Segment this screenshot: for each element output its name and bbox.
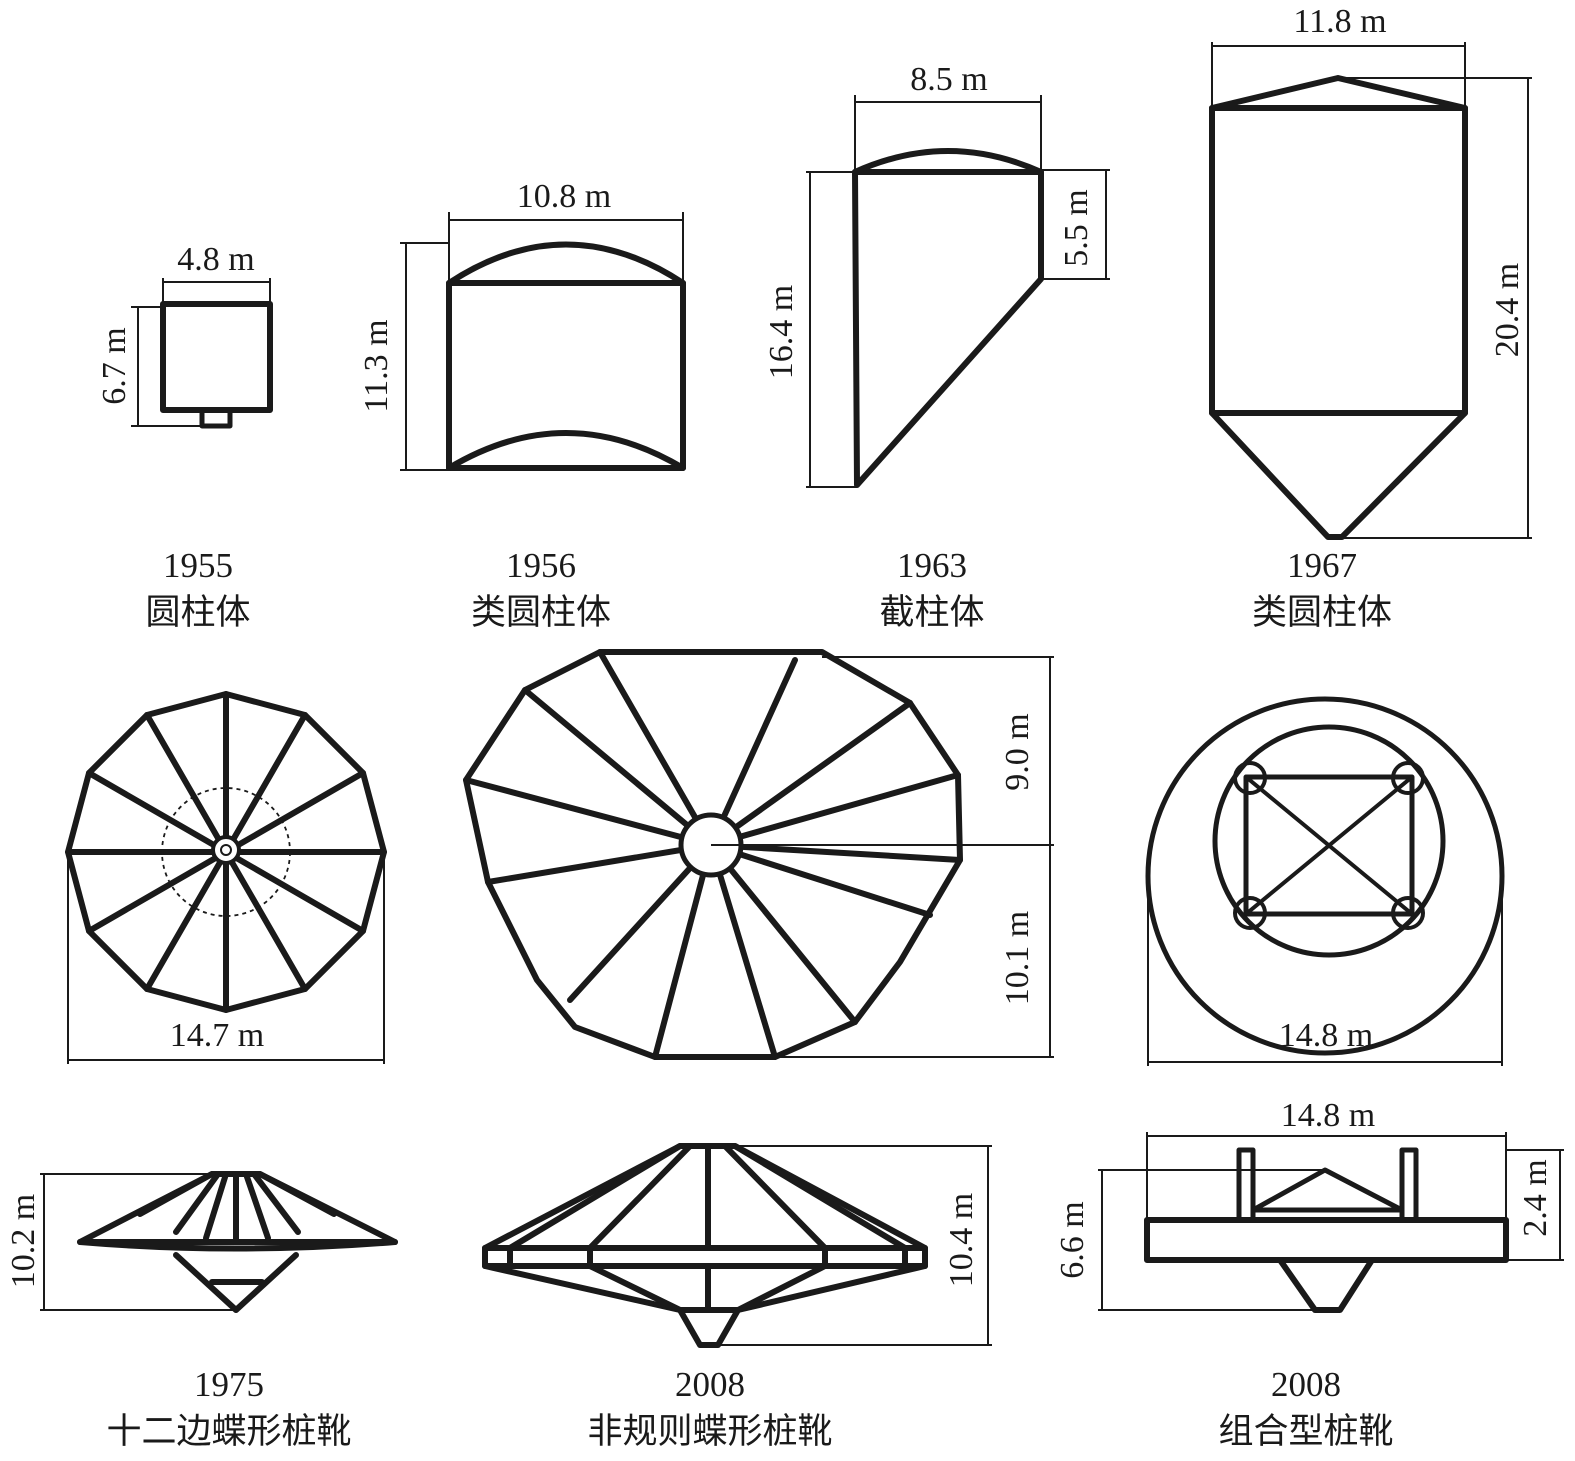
shape-2008-irregular-plan (463, 649, 1054, 1060)
shape-1975-plan (65, 691, 387, 1064)
dim-1956-height: 11.3 m (358, 319, 395, 412)
year-1963: 1963 (897, 546, 967, 585)
shape-2008-irregular-elevation (482, 1143, 992, 1348)
dim-1975-height: 10.2 m (5, 1194, 42, 1288)
dim-2008-composite-top-height: 2.4 m (1517, 1159, 1554, 1236)
dim-1967-height: 20.4 m (1489, 263, 1526, 357)
dim-1956-width: 10.8 m (517, 178, 611, 215)
year-2008-composite: 2008 (1271, 1365, 1341, 1404)
dim-1963-side-height: 5.5 m (1058, 189, 1095, 266)
year-1956: 1956 (506, 546, 576, 585)
year-1975: 1975 (194, 1365, 264, 1404)
name-1955: 圆柱体 (145, 593, 250, 632)
dim-1963-width: 8.5 m (910, 61, 987, 98)
shape-1975-elevation (40, 1171, 398, 1313)
dim-1955-width: 4.8 m (177, 241, 254, 278)
shape-1967-quasi-cylinder (1209, 42, 1532, 540)
dim-1955-height: 6.7 m (96, 327, 133, 404)
name-2008-irregular: 非规则蝶形桩靴 (587, 1412, 832, 1451)
name-2008-composite: 组合型桩靴 (1218, 1412, 1393, 1451)
shape-2008-composite-elevation (1098, 1132, 1564, 1313)
shape-1956-quasi-cylinder (400, 212, 686, 471)
dim-2008-composite-width: 14.8 m (1281, 1097, 1375, 1134)
name-1967: 类圆柱体 (1252, 593, 1392, 632)
dim-2008-composite-height: 6.6 m (1054, 1201, 1091, 1278)
dim-2008-irregular-lower: 10.1 m (999, 911, 1036, 1005)
shape-1963-truncated-cylinder (806, 95, 1110, 488)
dim-2008-irregular-height: 10.4 m (943, 1193, 980, 1287)
dim-1967-width: 11.8 m (1293, 3, 1386, 40)
year-1967: 1967 (1287, 546, 1357, 585)
shape-2008-composite-plan (1145, 696, 1505, 1066)
dim-2008-irregular-upper: 9.0 m (999, 713, 1036, 790)
shape-1955-cylinder (131, 278, 273, 429)
name-1975: 十二边蝶形桩靴 (106, 1412, 351, 1451)
dim-1963-height: 16.4 m (763, 285, 800, 379)
name-1963: 截柱体 (879, 593, 984, 632)
year-1955: 1955 (163, 546, 233, 585)
name-1956: 类圆柱体 (471, 593, 611, 632)
dim-2008-composite-plan-diameter: 14.8 m (1279, 1017, 1373, 1054)
dim-1975-diameter: 14.7 m (170, 1017, 264, 1054)
year-2008-irregular: 2008 (675, 1365, 745, 1404)
